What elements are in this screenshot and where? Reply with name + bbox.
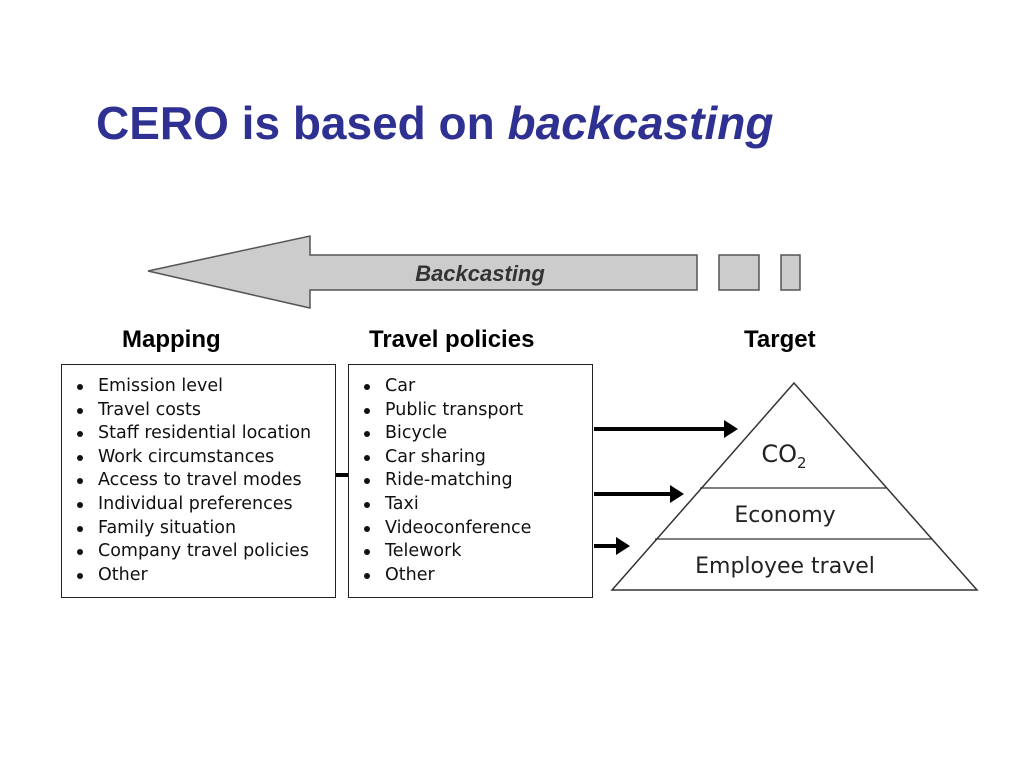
arrow-tail-block-small (780, 254, 801, 291)
policy-item: Car sharing (359, 446, 592, 470)
pyramid-level-co2: CO2 (761, 440, 806, 472)
mapping-item: Emission level (72, 375, 335, 399)
mapping-item: Individual preferences (72, 493, 335, 517)
mapping-item: Other (72, 564, 335, 588)
arrow-tail-block (718, 254, 760, 291)
policy-item: Other (359, 564, 592, 588)
pyramid-level-economy: Economy (734, 503, 835, 528)
backcasting-arrow (147, 235, 698, 309)
mapping-list: Emission level Travel costs Staff reside… (62, 365, 335, 587)
target-label: Target (744, 326, 816, 353)
title-prefix: CERO is based on (96, 97, 508, 149)
title-emphasis: backcasting (507, 97, 774, 149)
policies-to-target-arrow-1 (594, 420, 738, 438)
mapping-item: Staff residential location (72, 422, 335, 446)
travel-policies-box: Car Public transport Bicycle Car sharing… (348, 364, 593, 598)
mapping-item: Work circumstances (72, 446, 335, 470)
travel-policies-list: Car Public transport Bicycle Car sharing… (349, 365, 592, 587)
mapping-label: Mapping (122, 326, 221, 353)
policy-item: Bicycle (359, 422, 592, 446)
slide-title: CERO is based on backcasting (96, 96, 773, 150)
policy-item: Telework (359, 540, 592, 564)
travel-policies-label: Travel policies (369, 326, 535, 353)
mapping-item: Travel costs (72, 399, 335, 423)
backcasting-label: Backcasting (415, 261, 545, 286)
mapping-item: Family situation (72, 517, 335, 541)
pyramid-level-employee-travel: Employee travel (695, 554, 875, 579)
policy-item: Public transport (359, 399, 592, 423)
policies-to-target-arrow-3 (594, 537, 630, 555)
co2-main: CO (761, 440, 797, 468)
target-pyramid (610, 381, 979, 591)
policy-item: Videoconference (359, 517, 592, 541)
policies-to-target-arrow-2 (594, 485, 684, 503)
mapping-item: Company travel policies (72, 540, 335, 564)
policy-item: Car (359, 375, 592, 399)
policy-item: Taxi (359, 493, 592, 517)
policy-item: Ride-matching (359, 469, 592, 493)
mapping-item: Access to travel modes (72, 469, 335, 493)
co2-subscript: 2 (797, 454, 807, 472)
mapping-box: Emission level Travel costs Staff reside… (61, 364, 336, 598)
